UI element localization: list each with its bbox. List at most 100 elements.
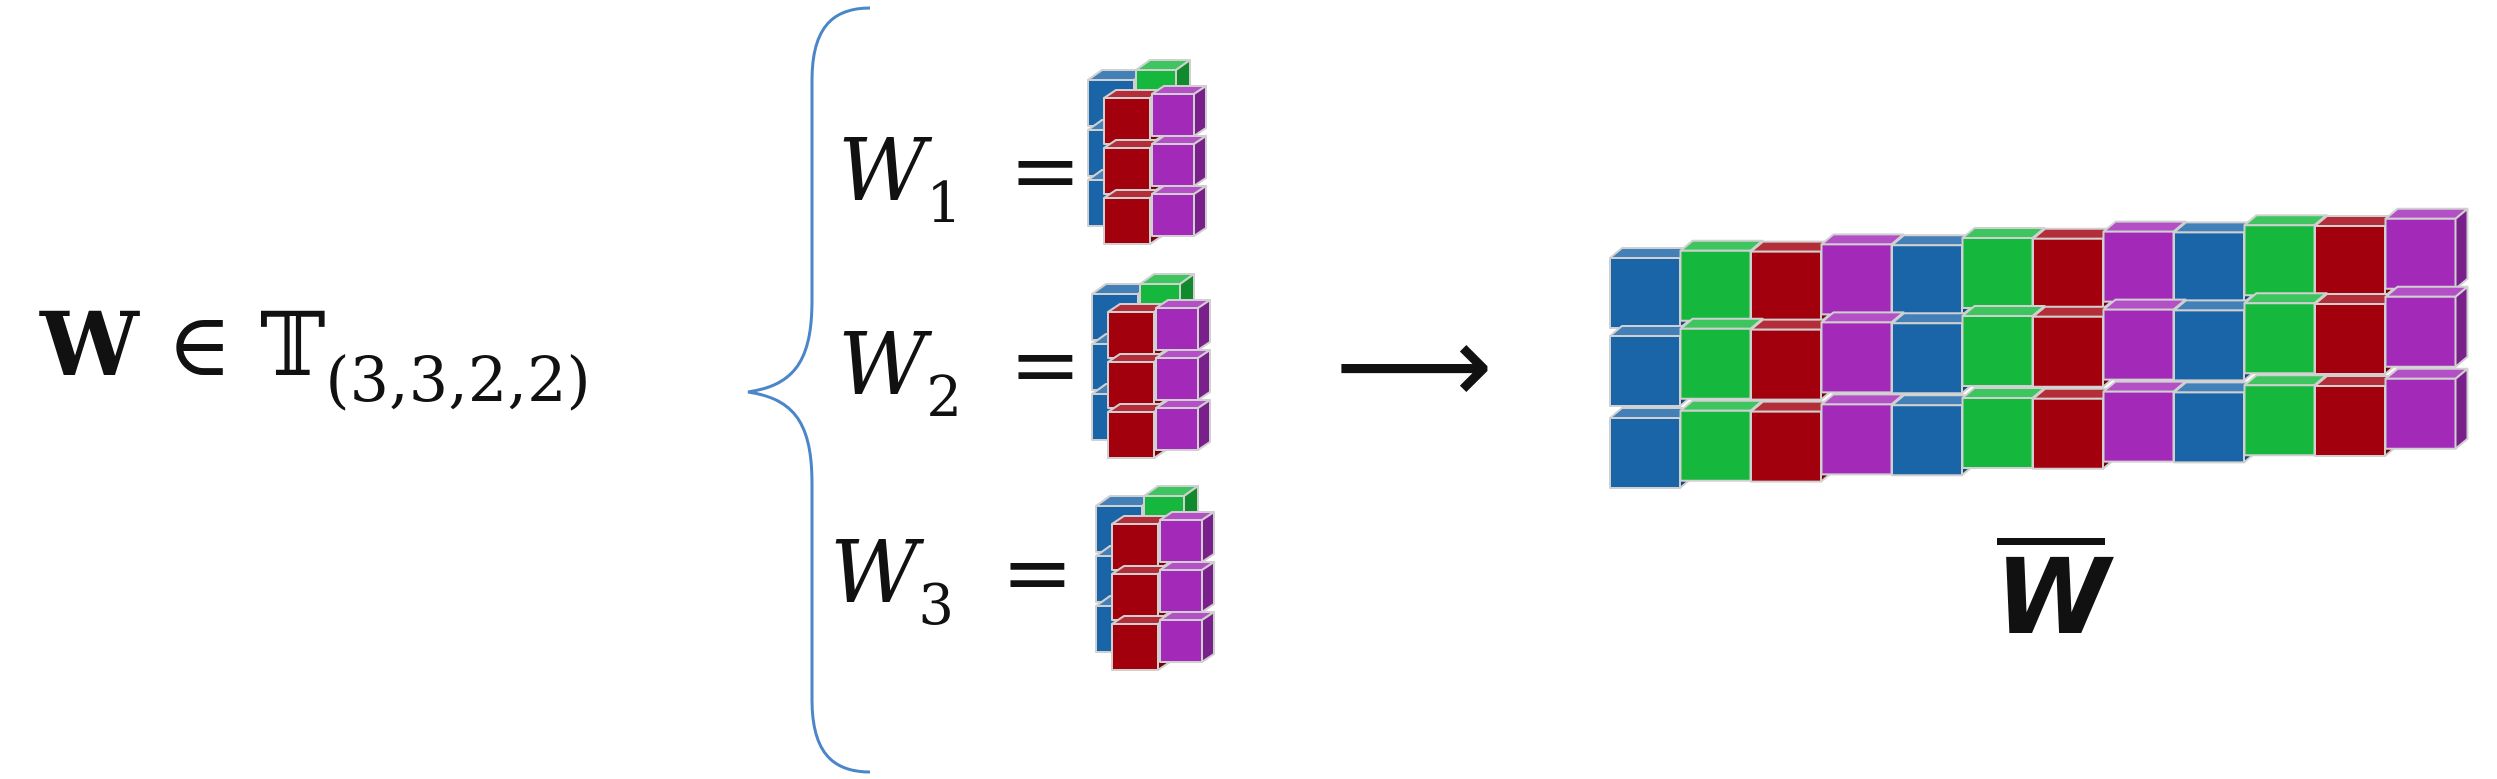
cube-top-face [1820, 233, 1905, 246]
cube-front-face [2102, 308, 2175, 381]
cube-top-face [2243, 214, 2328, 227]
tensor-symbol: W [40, 292, 139, 396]
cube-front-face [1609, 335, 1681, 407]
cube-side-face [1193, 185, 1207, 237]
slice-2-label: W2 = [838, 315, 1082, 430]
cube-side-face [2454, 367, 2469, 450]
cube-top-face [1679, 239, 1764, 252]
cube-side-face [1197, 349, 1211, 401]
slice-cube-purple [1155, 349, 1211, 401]
cube-front-face [1103, 197, 1151, 245]
cube-front-face [2243, 224, 2316, 297]
cube-front-face [1111, 623, 1159, 671]
cube-front-face [1103, 147, 1151, 195]
cube-front-face [1891, 404, 1963, 477]
cube-top-face [2102, 380, 2187, 393]
cube-top-face [1679, 399, 1764, 412]
slice-cube-purple [1159, 611, 1215, 663]
cube-top-face [1961, 227, 2046, 239]
cube-front-face [1891, 244, 1963, 317]
cube-front-face [1111, 523, 1159, 571]
cube-top-face [1961, 387, 2046, 399]
cube-front-face [1155, 307, 1199, 351]
cube-front-face [1961, 315, 2034, 387]
cube-front-face [2384, 295, 2457, 368]
slice-cube-purple [1155, 299, 1211, 351]
cube-front-face [1820, 321, 1893, 394]
slice-cubes [1087, 59, 1215, 671]
slice-1-label: W1 = [838, 121, 1082, 236]
slice-cube-purple [1159, 561, 1215, 613]
cube-front-face [1103, 97, 1151, 145]
cube-front-face [1159, 519, 1203, 563]
cube-side-face [2454, 285, 2469, 368]
result-cube-purple [2384, 285, 2469, 368]
slice-3-cube-stack [1095, 485, 1215, 671]
slice-1-cube-stack [1087, 59, 1207, 245]
cube-top-face [2102, 220, 2187, 233]
cube-front-face [1750, 410, 1822, 483]
cube-front-face [1679, 409, 1752, 482]
cube-side-face [2454, 207, 2469, 290]
tensor-membership-expression: W ∈ 𝕋(3,3,2,2) [40, 300, 591, 411]
cube-top-face [2243, 374, 2328, 387]
cube-front-face [1159, 569, 1203, 613]
cube-front-face [2314, 385, 2386, 457]
element-of-symbol: ∈ [166, 293, 232, 396]
slice-cube-purple [1151, 135, 1207, 187]
cube-front-face [1107, 361, 1155, 409]
cube-top-face [1820, 393, 1905, 406]
cube-top-face [1679, 317, 1764, 330]
cube-front-face [1609, 417, 1681, 489]
cube-front-face [1155, 357, 1199, 401]
cube-top-face [1820, 311, 1905, 324]
cube-front-face [1891, 322, 1963, 395]
cube-front-face [2173, 309, 2245, 382]
cube-top-face [2384, 285, 2469, 298]
cube-side-face [1201, 511, 1215, 563]
cube-top-face [2384, 367, 2469, 380]
cube-side-face [1193, 135, 1207, 187]
cube-front-face [2384, 217, 2457, 290]
cube-front-face [1151, 193, 1195, 237]
cube-front-face [2384, 377, 2457, 450]
cube-top-face [2102, 298, 2187, 311]
cube-side-face [1193, 85, 1207, 137]
slice-2-cube-stack [1091, 273, 1211, 459]
slice-cube-purple [1151, 185, 1207, 237]
cube-front-face [2314, 225, 2386, 297]
cube-front-face [1820, 243, 1893, 316]
cube-front-face [2102, 230, 2175, 303]
cube-front-face [1151, 93, 1195, 137]
cube-front-face [1820, 403, 1893, 476]
cube-front-face [2032, 397, 2104, 470]
cube-top-face [1961, 305, 2046, 317]
cube-front-face [1609, 257, 1681, 329]
tensor-space-subscript: (3,3,2,2) [325, 343, 591, 416]
cube-front-face [2032, 237, 2104, 310]
cube-front-face [1750, 250, 1822, 323]
cube-front-face [1159, 619, 1203, 663]
cube-front-face [1679, 249, 1752, 322]
slice-cube-purple [1159, 511, 1215, 563]
cube-front-face [1111, 573, 1159, 621]
cube-front-face [1679, 327, 1752, 400]
curly-brace [747, 6, 871, 774]
cube-front-face [2173, 391, 2245, 464]
result-label: W [1995, 536, 2110, 658]
cube-side-face [1201, 611, 1215, 663]
cube-front-face [2243, 302, 2316, 375]
cube-front-face [1961, 237, 2034, 309]
result-cube-purple [2384, 367, 2469, 450]
cube-side-face [1201, 561, 1215, 613]
cube-front-face [1961, 397, 2034, 469]
cube-front-face [1151, 143, 1195, 187]
cube-front-face [2173, 231, 2245, 304]
cube-front-face [2243, 384, 2316, 457]
transform-arrow: ⟶ [1335, 301, 1493, 429]
slice-cube-purple [1155, 399, 1211, 451]
flattened-tensor [1609, 207, 2469, 489]
cube-front-face [1155, 407, 1199, 451]
cube-front-face [2032, 315, 2104, 388]
cube-front-face [1750, 328, 1822, 401]
